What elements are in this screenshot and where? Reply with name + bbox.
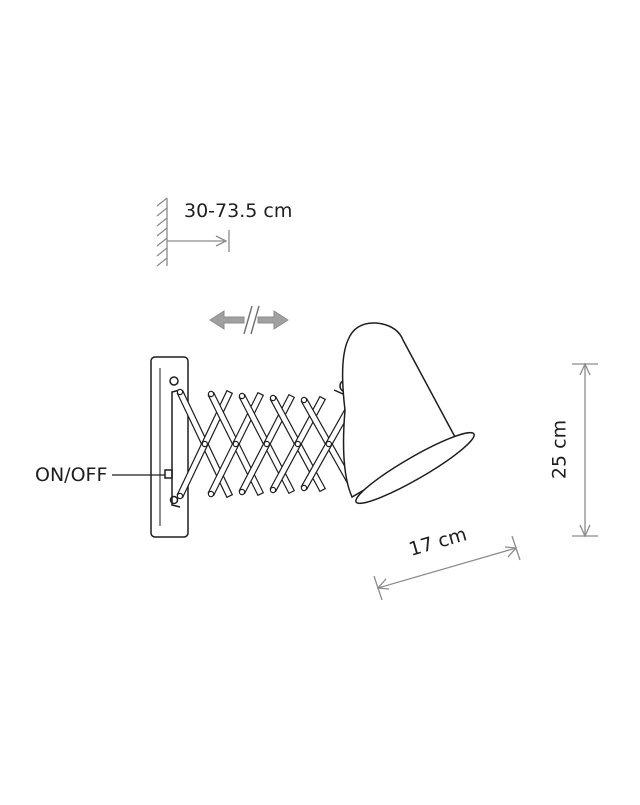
scissor-pivot: [232, 440, 239, 448]
scissor-pivot: [176, 388, 184, 396]
height-dimension: [572, 362, 598, 538]
switch-label: ON/OFF: [35, 464, 108, 486]
shade-body: [341, 322, 457, 499]
scissor-pivot: [201, 440, 208, 448]
mount-screw-icon: [169, 376, 179, 386]
scissor-pivot: [238, 488, 246, 496]
extend-left-arrow: [209, 310, 245, 330]
switch-button: [164, 469, 173, 479]
lamp-shade: [333, 322, 475, 505]
scissor-pivot: [269, 486, 277, 494]
wall-plate: [150, 356, 189, 538]
depth-arrowhead-end: [504, 546, 518, 558]
break-mark: [250, 305, 260, 335]
scissor-pivot: [263, 440, 270, 448]
wall-hatching: [156, 197, 168, 267]
extend-right-arrow: [257, 310, 289, 330]
scissor-arm: [176, 388, 358, 500]
scissor-pivot: [238, 392, 246, 400]
shade-opening: [355, 431, 475, 505]
scissor-pivot: [207, 490, 215, 498]
scissor-pivot: [176, 492, 184, 500]
height-arrowhead-top: [579, 362, 591, 376]
height-label: 25 cm: [548, 419, 571, 480]
scissor-pivot: [207, 390, 215, 398]
scissor-pivot: [269, 394, 277, 402]
height-arrowhead-bottom: [579, 524, 591, 538]
depth-dimension: [373, 535, 521, 601]
wall-plate-outline: [150, 356, 189, 538]
scissor-pivot: [294, 440, 301, 448]
arm-bracket: [171, 389, 181, 508]
wall-reach-dimension: [156, 197, 230, 267]
reach-arrowhead: [215, 235, 228, 247]
depth-arrowhead-start: [376, 578, 390, 590]
reach-label: 30-73.5 cm: [184, 200, 293, 222]
break-mark: [243, 305, 253, 335]
mount-screw-icon: [169, 495, 179, 505]
extension-arrows: [209, 305, 289, 335]
scissor-pivot: [300, 484, 308, 492]
scissor-pivot: [325, 440, 332, 448]
scissor-pivot: [300, 396, 308, 404]
depth-dimension-line: [377, 547, 517, 589]
